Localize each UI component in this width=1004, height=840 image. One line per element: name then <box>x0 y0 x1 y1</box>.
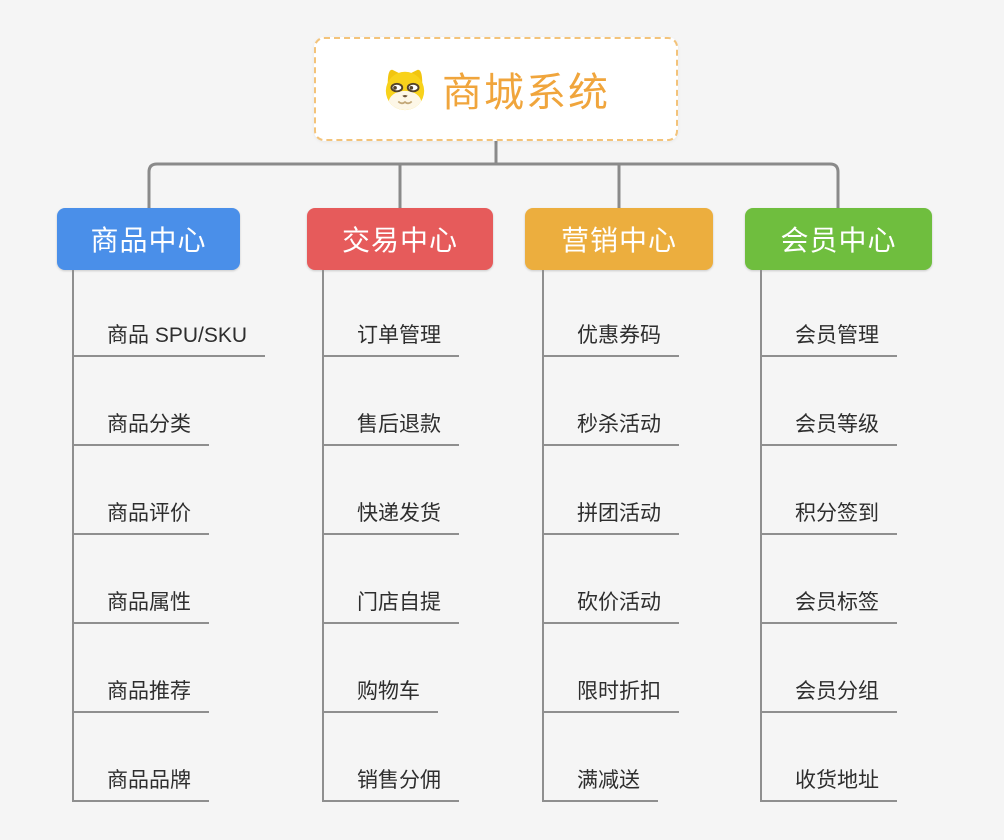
branch-label: 会员中心 <box>780 225 897 256</box>
branch-trunk-line <box>760 270 762 802</box>
subtopic-node[interactable]: 积分签到 <box>761 500 897 535</box>
dog-face-icon <box>385 69 425 111</box>
subtopic-node[interactable]: 会员分组 <box>761 678 897 713</box>
subtopic-node[interactable]: 优惠券码 <box>543 322 679 357</box>
subtopic-node[interactable]: 快递发货 <box>323 500 459 535</box>
branch-trunk-line <box>322 270 324 802</box>
subtopic-node[interactable]: 限时折扣 <box>543 678 679 713</box>
subtopic-node[interactable]: 门店自提 <box>323 589 459 624</box>
root-title: 商城系统 <box>442 71 610 115</box>
branch-label: 营销中心 <box>560 225 677 256</box>
branch-node-trade-center[interactable]: 交易中心 <box>307 208 493 270</box>
branch-trunk-line <box>542 270 544 802</box>
subtopic-node[interactable]: 满减送 <box>543 767 658 802</box>
branch-label: 商品中心 <box>90 225 207 256</box>
subtopic-node[interactable]: 砍价活动 <box>543 589 679 624</box>
branch-node-product-center[interactable]: 商品中心 <box>57 208 240 270</box>
subtopic-node[interactable]: 商品推荐 <box>73 678 209 713</box>
subtopic-node[interactable]: 拼团活动 <box>543 500 679 535</box>
subtopic-node[interactable]: 售后退款 <box>323 411 459 446</box>
subtopic-node[interactable]: 秒杀活动 <box>543 411 679 446</box>
subtopic-node[interactable]: 收货地址 <box>761 767 897 802</box>
subtopic-node[interactable]: 订单管理 <box>323 322 459 357</box>
branch-trunk-line <box>72 270 74 802</box>
subtopic-node[interactable]: 会员标签 <box>761 589 897 624</box>
branch-node-marketing-center[interactable]: 营销中心 <box>525 208 713 270</box>
subtopic-node[interactable]: 会员管理 <box>761 322 897 357</box>
subtopic-node[interactable]: 商品 SPU/SKU <box>73 322 266 357</box>
subtopic-node[interactable]: 购物车 <box>323 678 438 713</box>
subtopic-node[interactable]: 会员等级 <box>761 411 897 446</box>
subtopic-node[interactable]: 商品品牌 <box>73 767 209 802</box>
subtopic-node[interactable]: 销售分佣 <box>323 767 459 802</box>
branch-label: 交易中心 <box>341 225 458 256</box>
subtopic-node[interactable]: 商品属性 <box>73 589 209 624</box>
root-node[interactable]: 商城系统 <box>314 37 678 141</box>
connector-lines <box>147 138 840 210</box>
subtopic-node[interactable]: 商品分类 <box>73 411 209 446</box>
branch-bus-line <box>147 162 840 210</box>
branch-node-member-center[interactable]: 会员中心 <box>745 208 932 270</box>
subtopic-node[interactable]: 商品评价 <box>73 500 209 535</box>
